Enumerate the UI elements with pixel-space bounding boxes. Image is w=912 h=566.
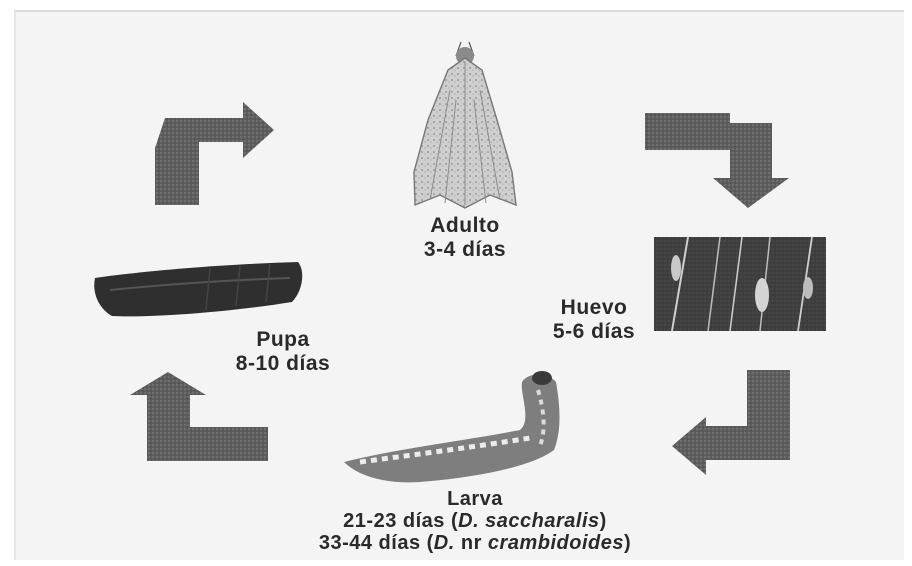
cycle-arrow-icon: [672, 370, 790, 475]
cycle-arrow-icon: [155, 102, 274, 205]
egg-name: Huevo: [544, 296, 644, 320]
moth-illustration-icon: [414, 42, 516, 208]
egg-label: Huevo 5-6 días: [544, 296, 644, 344]
cycle-arrow-icon: [130, 372, 268, 461]
larva-duration-crambidoides: 33-44 días (D. nr crambidoides): [255, 532, 695, 554]
pupa-name: Pupa: [218, 328, 348, 352]
larva-illustration-icon: [344, 371, 560, 482]
cycle-arrow-icon: [645, 113, 789, 208]
pupa-label: Pupa 8-10 días: [218, 328, 348, 376]
larva-name: Larva: [255, 488, 695, 510]
egg-duration: 5-6 días: [544, 320, 644, 344]
adult-label: Adulto 3-4 días: [405, 214, 525, 262]
pupa-duration: 8-10 días: [218, 352, 348, 376]
adult-name: Adulto: [405, 214, 525, 238]
egg-photo-icon: [654, 237, 826, 331]
pupa-illustration-icon: [94, 262, 302, 316]
larva-duration-saccharalis: 21-23 días (D. saccharalis): [255, 510, 695, 532]
larva-label: Larva 21-23 días (D. saccharalis) 33-44 …: [255, 488, 695, 554]
adult-duration: 3-4 días: [405, 238, 525, 262]
